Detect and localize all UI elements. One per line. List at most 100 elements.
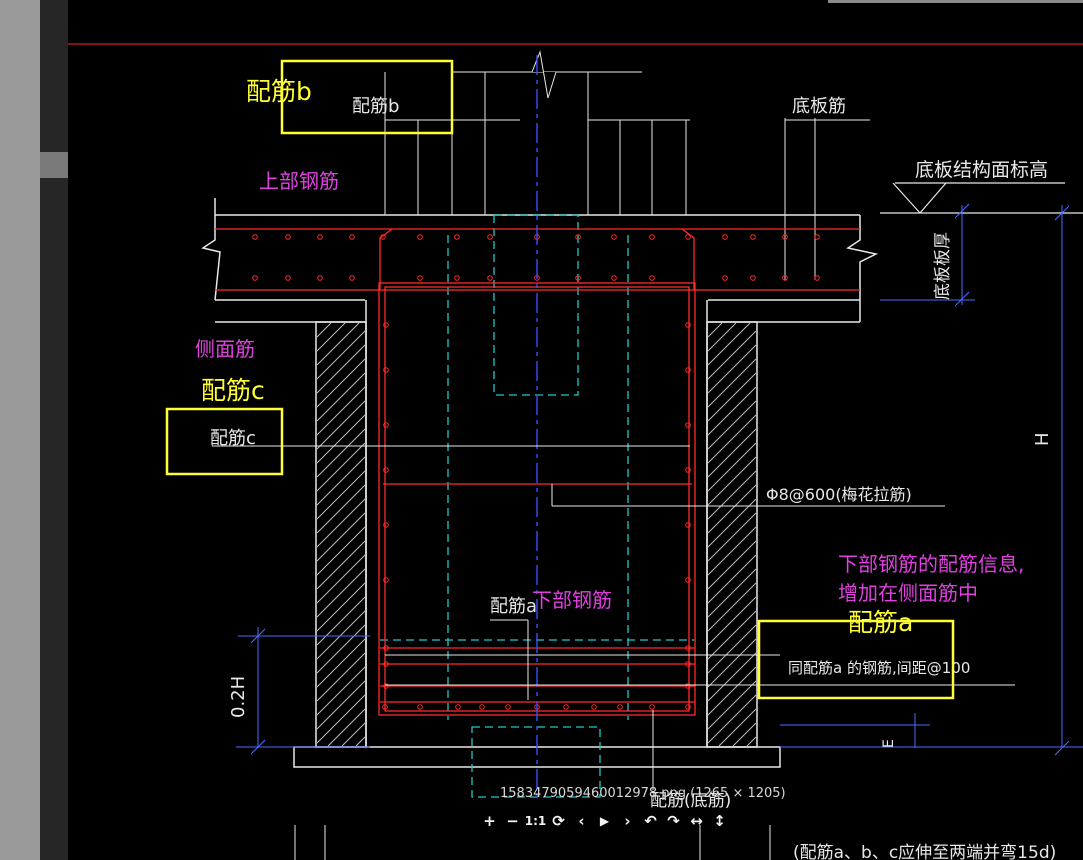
label-rebar-b-small: 配筋b	[352, 96, 399, 117]
hatch-line	[316, 372, 366, 422]
rebar-dot	[591, 704, 597, 710]
hatch-line	[316, 470, 366, 520]
rotate-right-icon[interactable]: ↷	[667, 812, 680, 830]
rebar-dot	[317, 275, 323, 281]
rebar-dot	[649, 275, 655, 281]
hatch-line	[316, 400, 366, 450]
hatch-line	[707, 400, 757, 450]
rebar-dot	[814, 275, 820, 281]
rebar-dot	[782, 275, 788, 281]
rebar-dot	[722, 275, 728, 281]
fit-height-icon[interactable]: ↕	[713, 812, 726, 830]
rebar-dot	[575, 275, 581, 281]
rebar-dot	[252, 275, 258, 281]
elevation-marker	[880, 182, 1083, 214]
hatch-line	[707, 372, 757, 422]
hatch-line	[707, 470, 757, 520]
label-dim-small: E	[881, 739, 897, 748]
hatch-line	[355, 736, 366, 747]
play-icon[interactable]: ▶	[599, 814, 610, 828]
rebar-dot	[750, 275, 756, 281]
annotation-side-rebar: 侧面筋	[195, 337, 255, 361]
hidden-lines	[380, 214, 695, 798]
left-panel-tab[interactable]	[40, 152, 68, 178]
annotation-lower-info-2: 增加在侧面筋中	[838, 581, 978, 605]
rebar-dots	[252, 234, 820, 710]
rebar-dot	[685, 704, 691, 710]
hatch-line	[316, 322, 360, 366]
rebar-dot	[383, 522, 389, 528]
hatch-line	[707, 568, 757, 618]
rebar-dot	[685, 683, 691, 689]
zoom-in-icon[interactable]: +	[483, 812, 496, 830]
hatch-line	[316, 456, 366, 506]
dimension-lines	[236, 203, 1083, 756]
rebar-dot	[383, 322, 389, 328]
hatch-line	[316, 428, 366, 478]
label-rebar-bottom-cut: 配筋(底筋)	[650, 791, 731, 811]
rebar-b-box	[280, 59, 454, 135]
rotate-left-icon[interactable]: ↶	[644, 812, 657, 830]
rebar-dot	[417, 704, 423, 710]
left-panel	[40, 0, 68, 860]
rebar-dot	[380, 234, 386, 240]
hatch-line	[316, 322, 346, 352]
leader-lines	[212, 445, 1015, 860]
hatch-line	[316, 386, 366, 436]
rebar-dot	[750, 234, 756, 240]
upper-leaders	[384, 50, 870, 280]
label-bottom-slab: 底板筋	[792, 96, 846, 117]
hatch-line	[707, 456, 757, 506]
hatch-line	[316, 442, 366, 492]
annotation-lower-info-1: 下部钢筋的配筋信息,	[838, 552, 1024, 576]
hatch-line	[707, 526, 757, 576]
previous-icon[interactable]: ‹	[578, 812, 585, 830]
top-strip	[828, 0, 1083, 3]
hatch-line	[707, 498, 757, 548]
rebar-dot	[487, 275, 493, 281]
wall-hatch	[316, 322, 757, 747]
actual-size-button[interactable]: 1:1	[524, 814, 547, 828]
hatch-line	[707, 484, 757, 534]
annotation-rebar-c: 配筋c	[201, 376, 265, 405]
rebar-dot	[285, 275, 291, 281]
hatch-line	[316, 638, 366, 688]
fit-width-icon[interactable]: ↔	[690, 812, 703, 830]
rebar-dot	[575, 234, 581, 240]
hatch-line	[316, 652, 366, 702]
rebar-dot	[685, 645, 691, 651]
rebar-dot	[611, 234, 617, 240]
hatch-line	[746, 736, 757, 747]
hatch-line	[316, 624, 366, 674]
rebar-dot	[383, 467, 389, 473]
label-rebar-c-small: 配筋c	[210, 428, 256, 449]
rebar-dot	[685, 234, 691, 240]
hatch-line	[707, 680, 757, 730]
hatch-line	[316, 322, 332, 338]
label-tie-bar: Φ8@600(梅花拉筋)	[766, 485, 912, 504]
annotation-lower-rebar: 下部钢筋	[532, 588, 612, 612]
rebar-dot	[814, 234, 820, 240]
rebar-dot	[349, 234, 355, 240]
viewer-caption: 1583479059460012978.png (1265 × 1205)	[500, 786, 786, 801]
rebar-dot	[317, 234, 323, 240]
zoom-out-icon[interactable]: −	[506, 812, 519, 830]
rebar-dot	[782, 234, 788, 240]
label-slab-elevation: 底板结构面标高	[915, 159, 1048, 181]
rebar-dot	[722, 234, 728, 240]
label-rebar-a-small: 配筋a	[490, 596, 537, 617]
refresh-icon[interactable]: ⟳	[552, 812, 565, 830]
hatch-line	[316, 498, 366, 548]
hatch-line	[707, 512, 757, 562]
annotation-rebar-a: 配筋a	[848, 608, 913, 637]
left-gutter	[0, 0, 40, 860]
rebar-dot	[383, 683, 389, 689]
hatch-line	[707, 322, 737, 352]
rebar-dot	[685, 577, 691, 583]
next-icon[interactable]: ›	[624, 812, 631, 830]
rebar-dot	[685, 367, 691, 373]
rebar-c-box	[165, 407, 284, 476]
hatch-line	[707, 386, 757, 436]
annotation-boxes	[165, 59, 955, 700]
hatch-line	[707, 666, 757, 716]
